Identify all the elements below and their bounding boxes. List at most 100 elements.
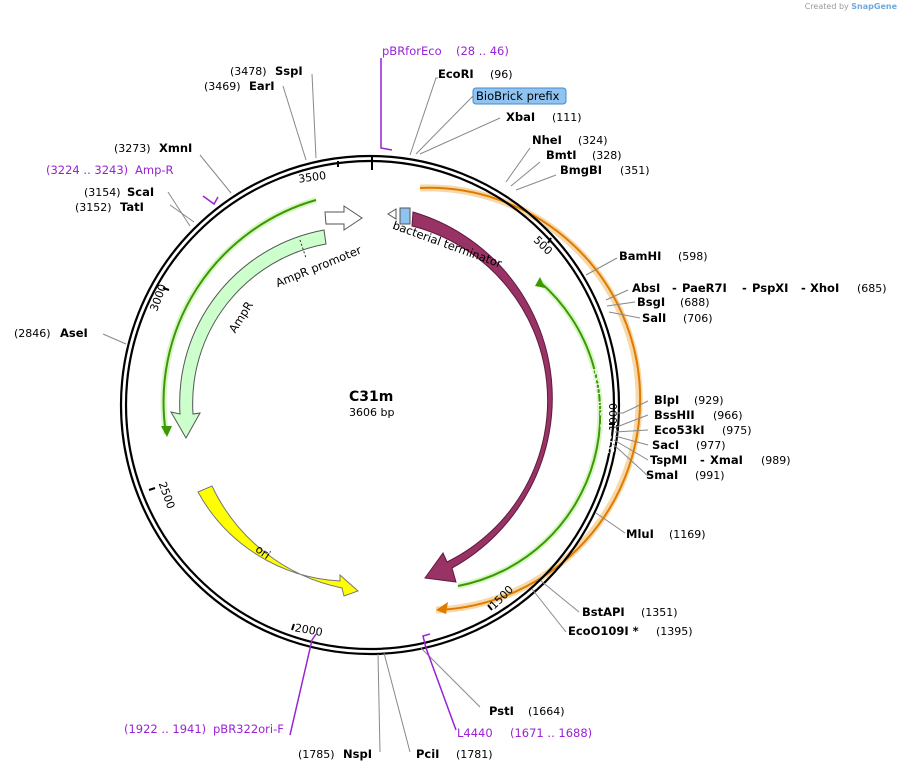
primer-marks bbox=[202, 58, 457, 736]
site-mlui-pos: (1169) bbox=[669, 528, 706, 541]
site-blpi-pos: (929) bbox=[694, 394, 724, 407]
site-ecoo109i-pos: (1395) bbox=[656, 625, 693, 638]
site-sspi-name: SspI bbox=[275, 64, 303, 78]
site-psti-name: PstI bbox=[489, 704, 514, 718]
site-xmni-pos: (3273) bbox=[114, 142, 151, 155]
site-saci-name: SacI bbox=[652, 438, 679, 452]
site-eco53ki-name: Eco53kI bbox=[654, 423, 705, 437]
site-eco53ki-pos: (975) bbox=[722, 424, 752, 437]
snapgene-logo: SnapGene bbox=[851, 2, 897, 11]
feature-label-ampr: AmpR bbox=[226, 299, 256, 336]
site-asei-pos: (2846) bbox=[14, 327, 51, 340]
primer-ampr-name: Amp-R bbox=[135, 163, 174, 177]
site-pspxi-name: PspXI bbox=[752, 281, 788, 295]
site-sspi-pos: (3478) bbox=[230, 65, 267, 78]
tick-label: 1000 bbox=[607, 403, 620, 431]
tick-label: 2000 bbox=[294, 621, 324, 639]
restriction-site-labels: EcoRI (96) XbaI (111) NheI (324) BmtI (3… bbox=[14, 64, 887, 761]
site-bsgi-pos: (688) bbox=[680, 296, 710, 309]
site-bstapi-pos: (1351) bbox=[641, 606, 678, 619]
tick-label: 500 bbox=[531, 234, 555, 258]
orf-ampr-green-head bbox=[161, 426, 172, 437]
site-xhoi-pos: (685) bbox=[857, 282, 887, 295]
site-nspi-pos: (1785) bbox=[298, 748, 335, 761]
site-paer7i-name: PaeR7I bbox=[682, 281, 727, 295]
orf-ampr-green-line bbox=[162, 199, 317, 435]
site-xmai-name: XmaI bbox=[710, 453, 743, 467]
tick-label: 1500 bbox=[487, 583, 516, 612]
feature-bacterial-terminator[interactable] bbox=[387, 207, 411, 225]
site-sali-name: SalI bbox=[642, 311, 666, 325]
site-ecori-name: EcoRI bbox=[438, 67, 474, 81]
site-bmgbi-name: BmgBI bbox=[560, 163, 602, 177]
orf-bxb1-orange-head bbox=[436, 602, 448, 614]
site-saci-pos: (977) bbox=[696, 439, 726, 452]
primer-pbrforeco-range: (28 .. 46) bbox=[456, 44, 509, 58]
feature-bxb1-integrase[interactable] bbox=[411, 211, 553, 583]
site-bmgbi-pos: (351) bbox=[620, 164, 650, 177]
site-sali-pos: (706) bbox=[683, 312, 713, 325]
site-bamhi-pos: (598) bbox=[678, 250, 708, 263]
backbone bbox=[119, 154, 621, 656]
site-absi-name: AbsI bbox=[632, 281, 660, 295]
site-xmai-pos: (989) bbox=[761, 454, 791, 467]
site-asei-name: AseI bbox=[60, 326, 88, 340]
orf-bxb1-green-head bbox=[535, 277, 545, 288]
site-xhoi-name: XhoI bbox=[810, 281, 839, 295]
biobrick-prefix-label[interactable]: BioBrick prefix bbox=[472, 87, 567, 105]
orf-arcs bbox=[160, 184, 643, 614]
primer-l4440-name: L4440 bbox=[457, 726, 493, 740]
site-dash: - bbox=[700, 453, 705, 467]
orf-bxb1-green-line bbox=[457, 281, 602, 587]
site-pcii-pos: (1781) bbox=[456, 748, 493, 761]
site-pcii-name: PciI bbox=[416, 747, 439, 761]
primer-pbr322ori-f-name: pBR322ori-F bbox=[213, 722, 284, 736]
site-dash: - bbox=[801, 281, 806, 295]
site-dash: - bbox=[742, 281, 747, 295]
site-ecoo109i-name: EcoO109I * bbox=[568, 624, 639, 638]
site-xmni-name: XmnI bbox=[159, 141, 192, 155]
snapgene-credit: Created by SnapGene bbox=[805, 2, 897, 11]
primer-labels: pBRforEco (28 .. 46) (3224 .. 3243) Amp-… bbox=[46, 44, 592, 740]
site-eari-name: EarI bbox=[249, 79, 275, 93]
primer-pbr322ori-f-range: (1922 .. 1941) bbox=[124, 722, 206, 736]
primer-l4440-range: (1671 .. 1688) bbox=[510, 726, 592, 740]
site-smai-name: SmaI bbox=[646, 468, 678, 482]
primer-pbrforeco-name: pBRforEco bbox=[382, 44, 442, 58]
site-xbai-name: XbaI bbox=[506, 110, 535, 124]
credit-prefix: Created by bbox=[804, 2, 849, 11]
feature-ori[interactable] bbox=[197, 485, 359, 597]
primer-ampr-range: (3224 .. 3243) bbox=[46, 163, 128, 177]
site-dash: - bbox=[672, 281, 677, 295]
site-mlui-name: MluI bbox=[626, 527, 654, 541]
leader-lines bbox=[102, 73, 649, 753]
site-bmti-name: BmtI bbox=[546, 148, 577, 162]
site-smai-pos: (991) bbox=[695, 469, 725, 482]
site-bstapi-name: BstAPI bbox=[582, 605, 625, 619]
feature-ampr[interactable] bbox=[169, 229, 327, 440]
site-bmti-pos: (328) bbox=[592, 149, 622, 162]
site-xbai-pos: (111) bbox=[552, 111, 582, 124]
tick-label: 3500 bbox=[297, 169, 327, 186]
site-psti-pos: (1664) bbox=[528, 705, 565, 718]
site-nhei-name: NheI bbox=[532, 133, 562, 147]
tick-marks bbox=[148, 156, 615, 631]
orf-bxb1-orange-line bbox=[419, 186, 642, 611]
site-bamhi-name: BamHI bbox=[619, 249, 661, 263]
biobrick-prefix-text: BioBrick prefix bbox=[476, 89, 560, 103]
site-nhei-pos: (324) bbox=[578, 134, 608, 147]
site-tspmi-name: TspMI bbox=[650, 453, 687, 467]
site-bsshii-pos: (966) bbox=[713, 409, 743, 422]
site-nspi-name: NspI bbox=[343, 747, 372, 761]
feature-biobrick-prefix bbox=[399, 207, 411, 225]
tick-label: 2500 bbox=[156, 480, 178, 511]
site-bsgi-name: BsgI bbox=[637, 295, 665, 309]
feature-ampr-promoter[interactable] bbox=[299, 205, 363, 259]
site-blpi-name: BlpI bbox=[654, 393, 679, 407]
site-scai-name: ScaI bbox=[127, 185, 154, 199]
plasmid-size: 3606 bp bbox=[349, 406, 394, 419]
site-bsshii-name: BssHII bbox=[654, 408, 695, 422]
site-tati-name: TatI bbox=[120, 200, 144, 214]
site-tati-pos: (3152) bbox=[75, 201, 112, 214]
